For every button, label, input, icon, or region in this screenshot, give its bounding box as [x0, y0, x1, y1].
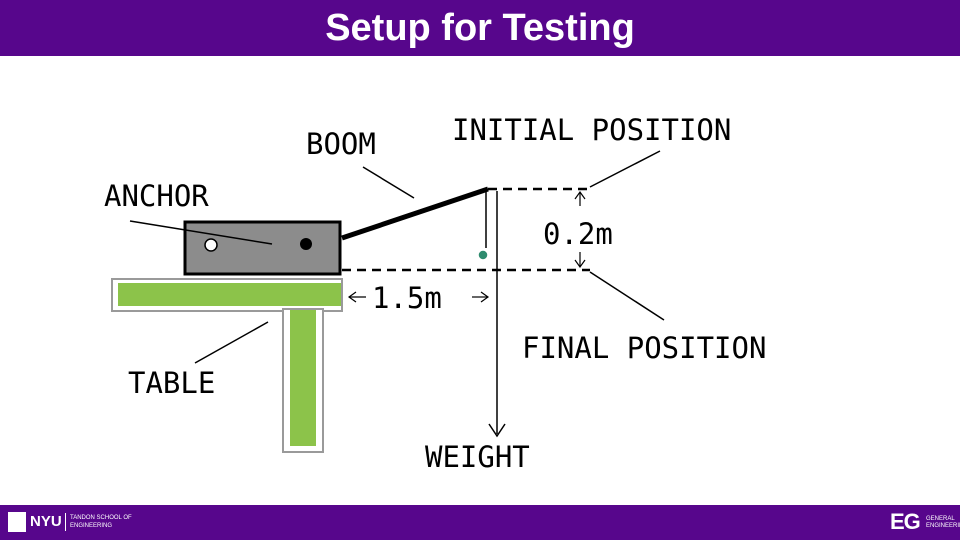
label-distance: 1.5m — [372, 281, 442, 315]
title-bar: Setup for Testing — [0, 0, 960, 56]
boom — [341, 186, 489, 241]
diagram-svg: BOOM INITIAL POSITION ANCHOR 0.2m 1.5m F… — [104, 113, 766, 474]
height-arrow-up-head — [574, 190, 586, 200]
weight-arrow-head — [488, 423, 506, 438]
test-setup-diagram: BOOM INITIAL POSITION ANCHOR 0.2m 1.5m F… — [0, 56, 960, 505]
nyu-torch-icon — [8, 512, 26, 532]
eg-logo: EG — [890, 509, 921, 534]
label-table: TABLE — [128, 366, 215, 400]
label-height-delta: 0.2m — [543, 217, 613, 251]
label-final-position: FINAL POSITION — [522, 331, 766, 365]
distance-arrow-right-head — [480, 291, 490, 303]
table-pointer — [194, 321, 269, 364]
label-anchor: ANCHOR — [104, 179, 209, 213]
anchor-bolt-icon — [300, 238, 312, 250]
table-top-fill — [118, 283, 341, 306]
anchor-hole-icon — [204, 238, 218, 252]
eg-logo-text: GENERAL ENGINEERING — [926, 516, 960, 529]
logo-divider — [65, 513, 66, 531]
weight-marker — [477, 249, 489, 261]
nyu-school-name: TANDON SCHOOL OF ENGINEERING — [70, 515, 132, 529]
nyu-logo: NYU — [30, 513, 62, 530]
label-initial-position: INITIAL POSITION — [452, 113, 731, 147]
label-boom: BOOM — [306, 127, 376, 161]
label-weight: WEIGHT — [425, 440, 530, 474]
slide-title: Setup for Testing — [325, 7, 635, 49]
anchor-pointer — [129, 220, 273, 245]
final-position-pointer — [589, 271, 665, 321]
height-arrow-down-head — [574, 259, 586, 269]
table-leg-fill — [290, 310, 316, 446]
footer-bar: NYU TANDON SCHOOL OF ENGINEERING EG GENE… — [0, 505, 960, 540]
initial-position-pointer — [589, 150, 661, 188]
boom-pointer — [362, 166, 415, 199]
